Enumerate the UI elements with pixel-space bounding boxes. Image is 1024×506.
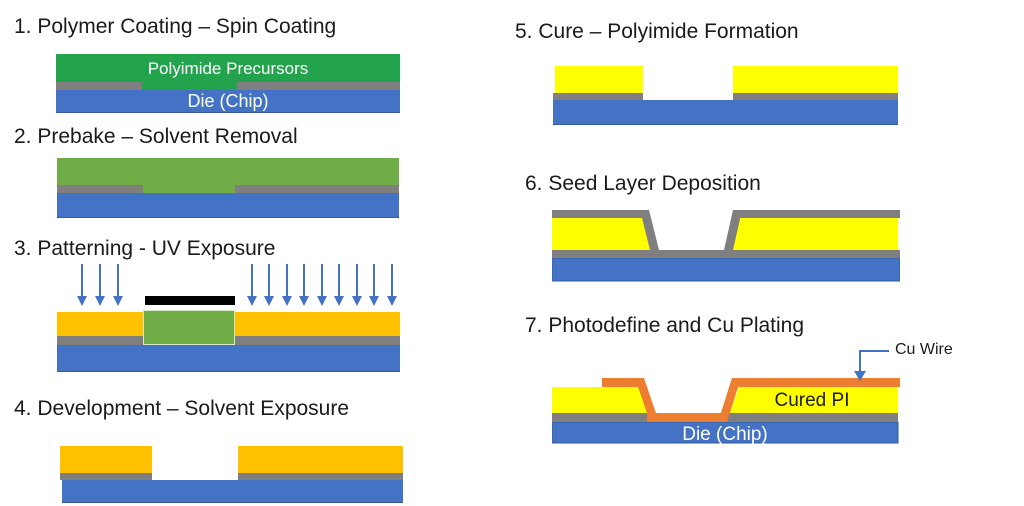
die-substrate [553, 100, 898, 125]
cu-wire-label: Cu Wire [895, 341, 953, 358]
developed-polymer-left [60, 446, 152, 473]
uv-arrow-icon [264, 264, 274, 306]
cu-wire-callout-line [859, 350, 889, 352]
cured-polyimide-right [727, 218, 898, 250]
die-substrate [57, 193, 399, 218]
adhesion-layer-left [552, 413, 650, 422]
uv-arrow-icon [77, 264, 87, 306]
die-substrate [57, 345, 400, 372]
seed-layer-trench-bottom [552, 250, 900, 258]
adhesion-layer-right [238, 473, 403, 480]
uv-arrow-icon [334, 264, 344, 306]
adhesion-layer-left [56, 82, 142, 90]
cu-wire-slope-left [635, 378, 659, 422]
uv-exposed-polymer-left [57, 312, 143, 336]
die-substrate [62, 480, 403, 503]
cu-wire-callout-line [859, 350, 861, 372]
cu-wire-trench-bottom [647, 413, 727, 422]
cured-pi-label: Cured PI [774, 390, 850, 411]
adhesion-layer-left [57, 185, 143, 193]
step-5-title: 5. Cure – Polyimide Formation [515, 20, 799, 43]
cured-polyimide-left [555, 66, 643, 93]
adhesion-layer-left [60, 473, 152, 480]
step-6-diagram [552, 210, 900, 282]
polyimide-precursor-label: Polyimide Precursors [147, 59, 309, 78]
die-substrate [552, 257, 900, 282]
cu-wire-slope-right [718, 378, 741, 422]
step-2-title: 2. Prebake – Solvent Removal [14, 125, 298, 148]
seed-layer-slope-right [724, 210, 742, 250]
step-1-title: 1. Polymer Coating – Spin Coating [14, 15, 337, 38]
die-label: Die (Chip) [682, 424, 768, 445]
cured-polyimide-left [552, 218, 651, 250]
step-7-title: 7. Photodefine and Cu Plating [525, 314, 805, 337]
uv-arrow-icon [299, 264, 309, 306]
step-7-diagram [552, 378, 900, 444]
seed-layer-top-right [734, 210, 900, 218]
uv-arrow-icon [352, 264, 362, 306]
adhesion-layer-right [235, 185, 399, 193]
seed-layer-slope-left [640, 210, 659, 250]
die-substrate: Die (Chip) [56, 90, 400, 113]
cured-polyimide-right [733, 66, 898, 93]
uv-arrow-icon [247, 264, 257, 306]
precursor-fill-gap [142, 82, 237, 90]
cu-wire-top-right [735, 378, 900, 387]
masked-unexposed-polymer [143, 310, 235, 345]
seed-layer-top-left [552, 210, 648, 218]
adhesion-layer-left [553, 93, 643, 100]
cu-wire-arrow-icon [854, 371, 866, 381]
polyimide-precursor-layer: Polyimide Precursors [56, 54, 400, 82]
uv-arrow-icon [282, 264, 292, 306]
adhesion-layer-right [722, 413, 898, 422]
photomask-bar [145, 296, 235, 305]
die-label: Die (Chip) [187, 91, 269, 111]
uv-exposed-polymer-right [235, 312, 400, 336]
cured-pi-right [730, 387, 898, 413]
adhesion-layer-right [733, 93, 898, 100]
uv-arrow-icon [317, 264, 327, 306]
prebaked-polymer-layer [57, 158, 399, 185]
uv-arrow-icon [387, 264, 397, 306]
adhesion-layer-right [237, 82, 400, 90]
uv-arrow-icon [95, 264, 105, 306]
uv-arrow-icon [369, 264, 379, 306]
developed-polymer-right [238, 446, 403, 473]
step-3-title: 3. Patterning - UV Exposure [14, 237, 276, 260]
step-6-title: 6. Seed Layer Deposition [525, 172, 761, 195]
cured-pi-left [552, 387, 648, 413]
step-4-title: 4. Development – Solvent Exposure [14, 397, 350, 420]
cu-wire-top-left [602, 378, 643, 387]
uv-arrow-icon [113, 264, 123, 306]
polymer-fill-gap [143, 185, 235, 193]
